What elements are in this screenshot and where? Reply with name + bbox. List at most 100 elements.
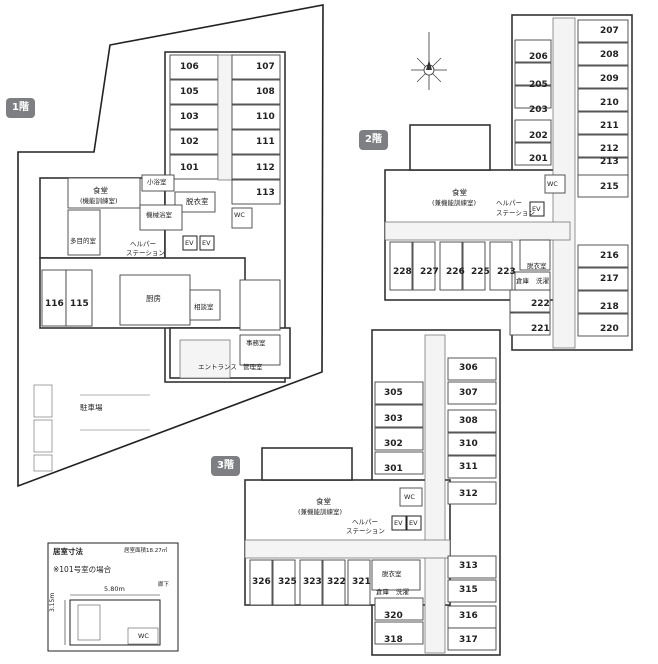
f1-helper: ヘルパー: [130, 240, 156, 248]
room-208: 208: [600, 50, 619, 60]
room-218: 218: [600, 302, 619, 312]
f3-laundry: 洗濯: [396, 588, 409, 596]
room-315: 315: [459, 585, 478, 595]
room-216: 216: [600, 251, 619, 261]
room-227: 227: [420, 267, 439, 277]
f1-dressing: 脱衣室: [186, 197, 209, 206]
f3-dining: 食堂: [316, 497, 331, 506]
f1-dining-sub: (機能訓練室): [80, 197, 118, 205]
room-316: 316: [459, 611, 478, 621]
room-310: 310: [459, 439, 478, 449]
f1-wc: WC: [234, 211, 245, 219]
f1-parking: 駐車場: [80, 403, 103, 412]
room-110: 110: [256, 112, 275, 122]
f1-helper-station: ステーション: [126, 249, 165, 257]
floor-1-building: [39, 51, 291, 383]
f1-office: 事務室: [246, 339, 266, 347]
f2-dressing: 脱衣室: [527, 262, 547, 270]
f1-manager: 管理室: [243, 363, 263, 371]
f2-wc: WC: [547, 180, 558, 188]
room-111: 111: [256, 137, 275, 147]
room-312: 312: [459, 489, 478, 499]
room-308: 308: [459, 416, 478, 426]
f1-kitchen: 厨房: [146, 294, 161, 303]
f3-dining-sub: (兼機能訓練室): [298, 508, 343, 516]
room-202: 202: [529, 131, 548, 141]
f2-storage: 倉庫: [516, 277, 529, 285]
f1-machine-bath: 機械浴室: [146, 211, 172, 219]
f3-helper: ヘルパー: [352, 518, 378, 526]
legend-width: 5.80m: [104, 585, 125, 593]
f2-dining: 食堂: [452, 188, 467, 197]
floor-1-badge: 1階: [6, 98, 35, 118]
room-113: 113: [256, 188, 275, 198]
floor-2-badge: 2階: [359, 130, 388, 150]
room-322: 322: [327, 577, 346, 587]
legend-area: 居室面積18.27㎡: [124, 548, 168, 554]
room-217: 217: [600, 274, 619, 284]
legend-wc: WC: [138, 632, 149, 640]
f1-entrance: エントランス: [198, 363, 237, 371]
floor-3-badge: 3階: [211, 456, 240, 476]
room-112: 112: [256, 163, 275, 173]
room-211: 211: [600, 121, 619, 131]
room-318: 318: [384, 635, 403, 645]
room-326: 326: [252, 577, 271, 587]
room-116: 116: [45, 299, 64, 309]
room-205: 205: [529, 80, 548, 90]
room-206: 206: [529, 52, 548, 62]
room-317: 317: [459, 635, 478, 645]
room-220: 220: [600, 324, 619, 334]
room-dimension-legend: [47, 542, 179, 652]
f3-dressing: 脱衣室: [382, 570, 402, 578]
room-305: 305: [384, 388, 403, 398]
room-102: 102: [180, 137, 199, 147]
room-226: 226: [446, 267, 465, 277]
legend-depth: 3.15m: [49, 592, 56, 612]
room-213: 213: [600, 157, 619, 167]
room-105: 105: [180, 87, 199, 97]
room-323: 323: [303, 577, 322, 587]
room-101: 101: [180, 163, 199, 173]
room-320: 320: [384, 611, 403, 621]
f1-multipurpose: 多目的室: [70, 237, 96, 245]
room-302: 302: [384, 439, 403, 449]
room-225: 225: [471, 267, 490, 277]
room-303: 303: [384, 414, 403, 424]
f3-ev-1: EV: [394, 519, 403, 527]
floor-2-building: [384, 14, 633, 351]
room-212: 212: [600, 144, 619, 154]
f1-ev-2: EV: [202, 239, 211, 247]
legend-corridor: 廊下: [158, 582, 170, 588]
room-103: 103: [180, 112, 199, 122]
room-107: 107: [256, 62, 275, 72]
f2-dining-sub: (兼機能訓練室): [432, 199, 477, 207]
site-boundary: [17, 4, 324, 488]
room-301: 301: [384, 464, 403, 474]
f1-small-bath: 小浴室: [147, 178, 167, 186]
room-210: 210: [600, 98, 619, 108]
room-223: 223: [497, 267, 516, 277]
room-201: 201: [529, 154, 548, 164]
f3-storage: 倉庫: [376, 588, 389, 596]
f3-wc: WC: [404, 493, 415, 501]
f3-ev-2: EV: [409, 519, 418, 527]
legend-case: ※101号室の場合: [53, 565, 112, 574]
f2-ev: EV: [532, 205, 541, 213]
room-307: 307: [459, 388, 478, 398]
room-222: 222: [531, 299, 550, 309]
room-115: 115: [70, 299, 89, 309]
room-203: 203: [529, 105, 548, 115]
f1-dining: 食堂: [93, 186, 108, 195]
f2-helper-station: ステーション: [496, 209, 535, 217]
room-221: 221: [531, 324, 550, 334]
room-311: 311: [459, 462, 478, 472]
room-207: 207: [600, 26, 619, 36]
room-325: 325: [278, 577, 297, 587]
room-108: 108: [256, 87, 275, 97]
f1-ev-1: EV: [185, 239, 194, 247]
f1-consult-room: 相談室: [194, 303, 214, 311]
room-228: 228: [393, 267, 412, 277]
room-321: 321: [352, 577, 371, 587]
parking-lot: [33, 384, 150, 472]
